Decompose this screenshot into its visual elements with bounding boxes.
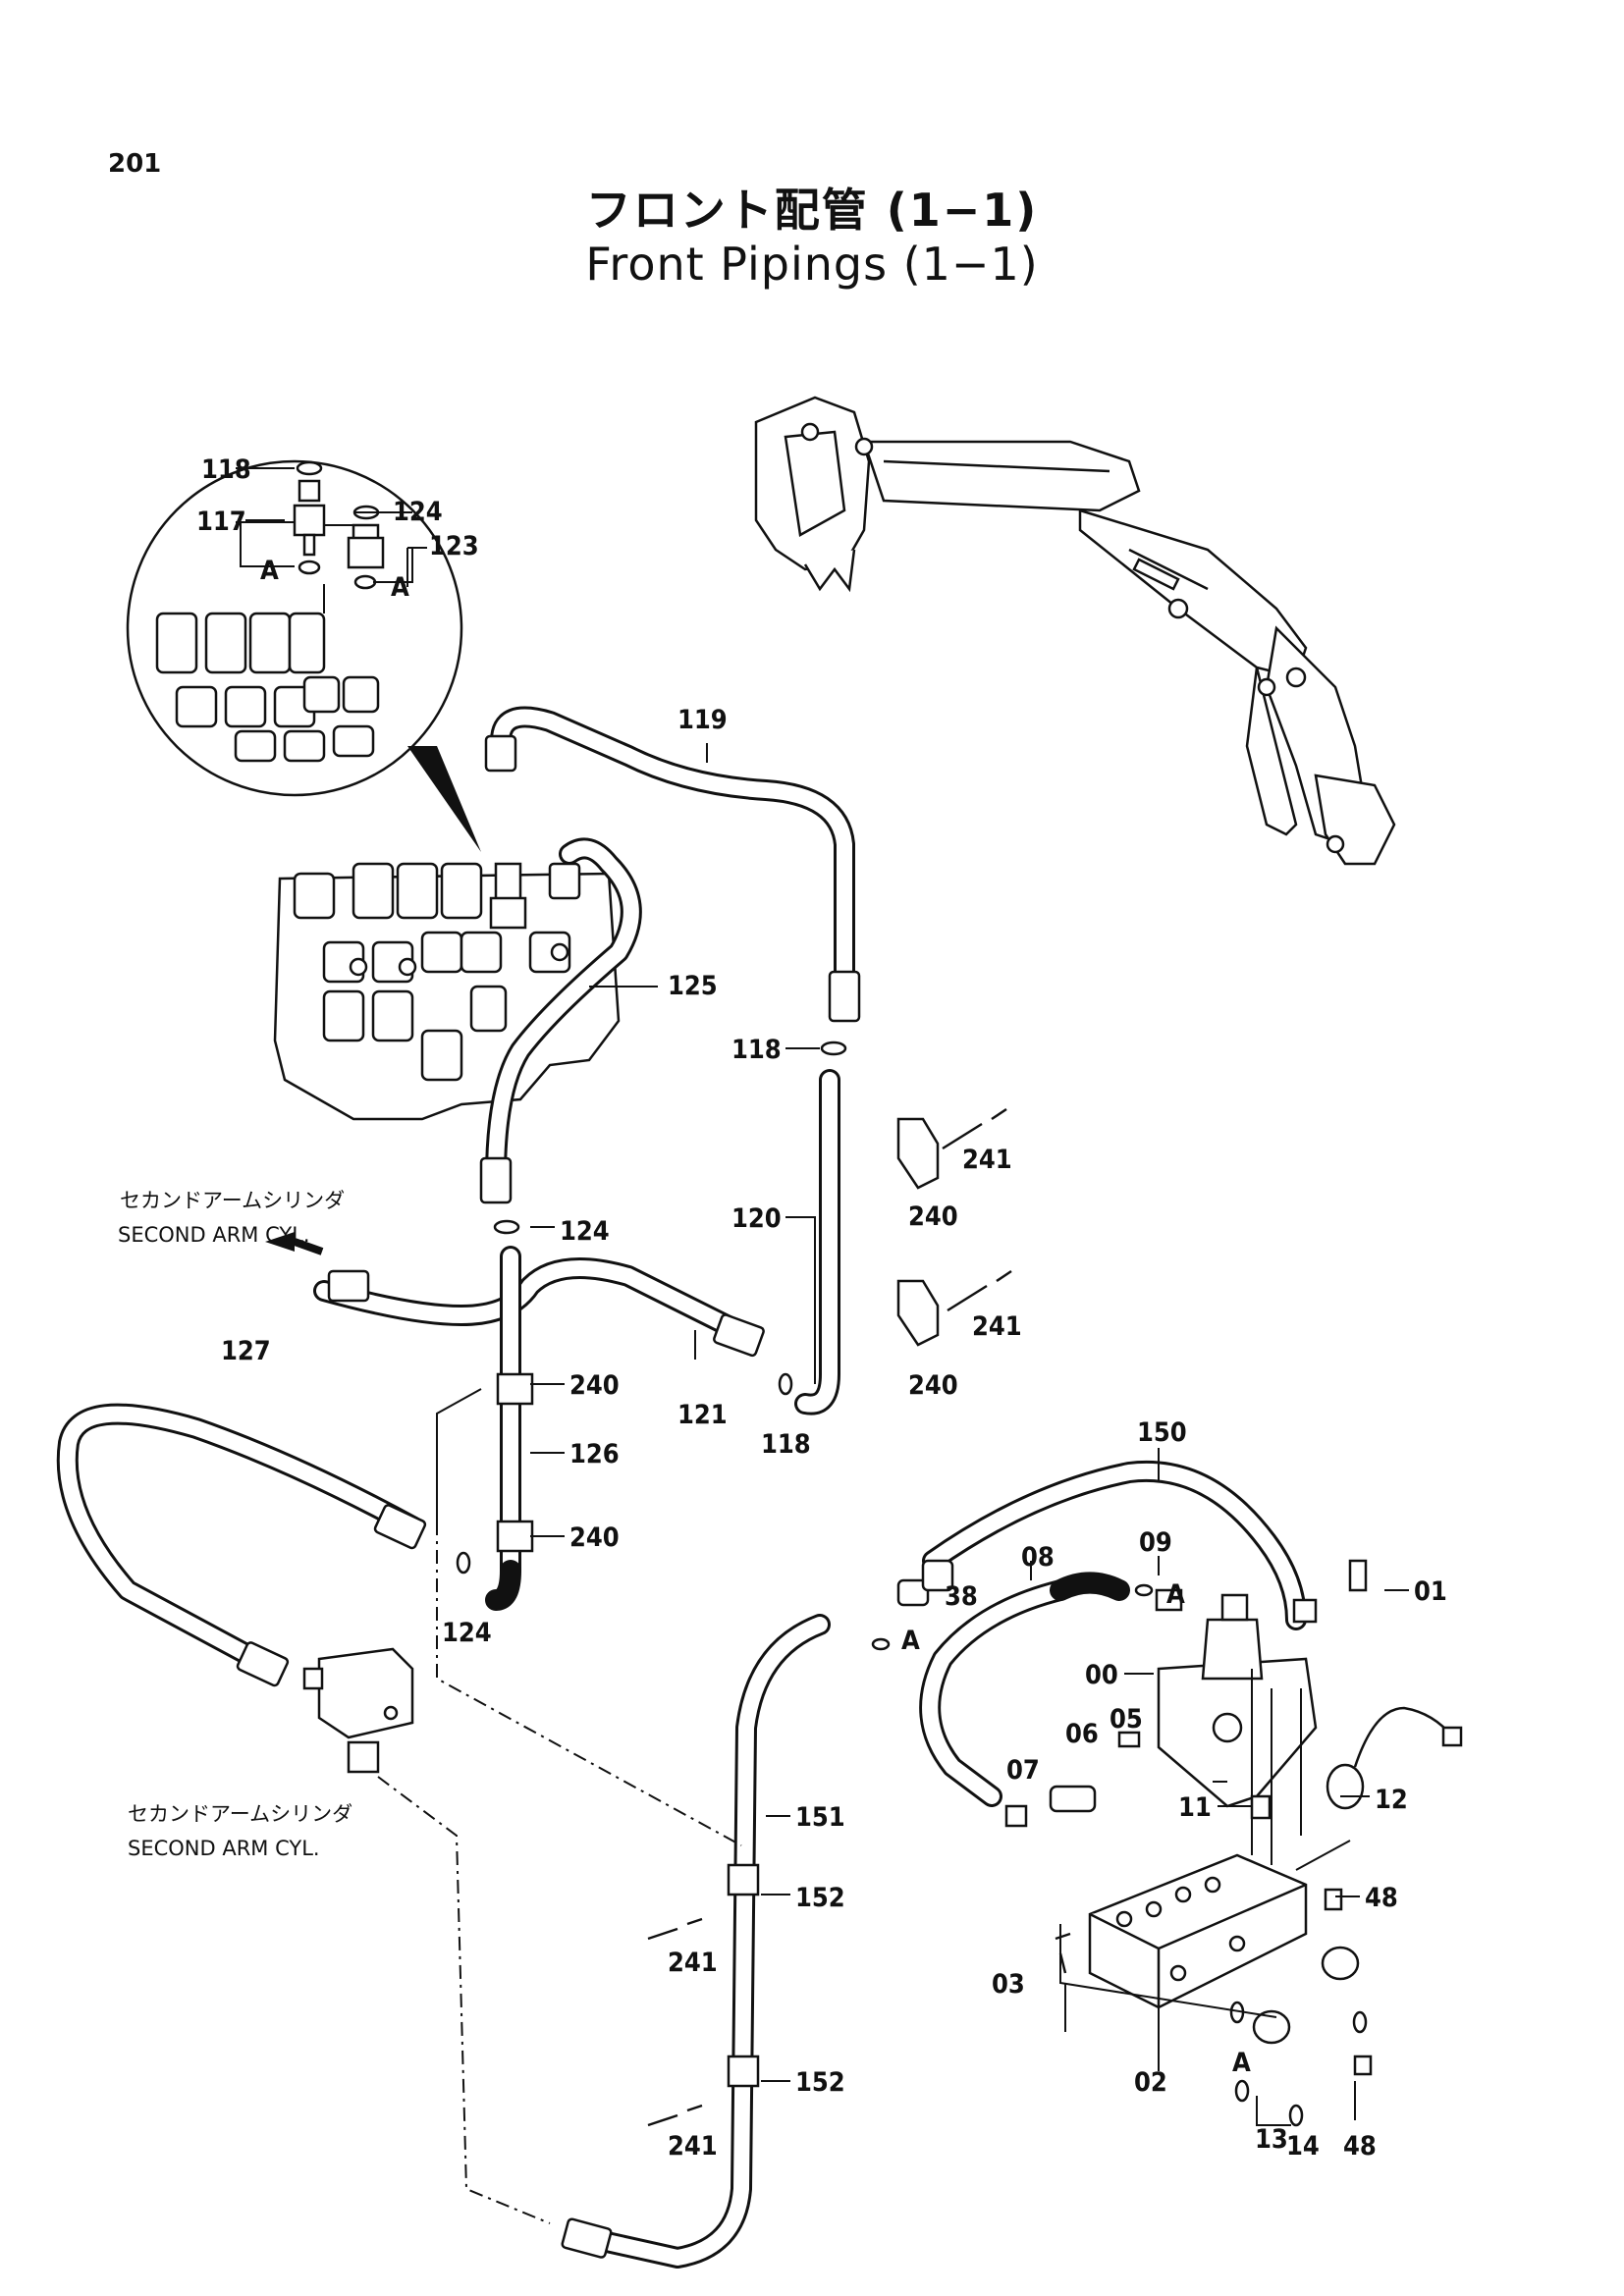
label-124: 124 bbox=[393, 497, 443, 527]
label-241: 241 bbox=[962, 1145, 1012, 1175]
connection-line-2 bbox=[436, 1388, 482, 1522]
label-241: 241 bbox=[668, 1948, 718, 1978]
hose-150 bbox=[922, 1460, 1307, 1630]
note-second-arm-en: SECOND ARM CYL. bbox=[128, 1837, 320, 1860]
label-240: 240 bbox=[908, 1201, 958, 1232]
label-08: 08 bbox=[1021, 1542, 1055, 1573]
valve-assembly-00 bbox=[1157, 1593, 1318, 1808]
small-fittings bbox=[896, 1559, 1463, 2076]
page-title-jp: フロント配管 (1−1) bbox=[585, 184, 1039, 237]
label-241: 241 bbox=[972, 1311, 1022, 1342]
note-second-arm-en: SECOND ARM CYL. bbox=[118, 1223, 310, 1247]
leader-lines bbox=[245, 467, 1409, 2126]
label-117: 117 bbox=[196, 507, 246, 537]
hose-119 bbox=[484, 706, 861, 1023]
label-240: 240 bbox=[569, 1522, 620, 1553]
label-240: 240 bbox=[569, 1370, 620, 1401]
label-152: 152 bbox=[795, 1883, 845, 1913]
hose-125 bbox=[479, 837, 642, 1204]
note-second-arm-jp: セカンドアームシリンダ bbox=[120, 1189, 345, 1212]
label-119: 119 bbox=[677, 705, 728, 735]
label-127: 127 bbox=[221, 1336, 271, 1366]
connection-line-3 bbox=[1251, 1669, 1302, 1865]
label-a: A bbox=[1166, 1579, 1185, 1610]
label-05: 05 bbox=[1110, 1704, 1143, 1735]
label-150: 150 bbox=[1137, 1417, 1187, 1448]
label-a: A bbox=[1232, 2048, 1251, 2078]
label-118: 118 bbox=[201, 454, 251, 485]
label-124: 124 bbox=[442, 1618, 492, 1648]
label-126: 126 bbox=[569, 1439, 620, 1469]
pipe-151 bbox=[561, 1614, 831, 2269]
note-second-arm-jp: セカンドアームシリンダ bbox=[128, 1802, 352, 1826]
hose-127 bbox=[56, 1403, 427, 1687]
label-241: 241 bbox=[668, 2131, 718, 2162]
label-11: 11 bbox=[1178, 1792, 1212, 1823]
pipe-120 bbox=[794, 1069, 840, 1415]
label-a: A bbox=[260, 556, 279, 586]
connection-line-4 bbox=[1059, 1840, 1351, 2018]
label-121: 121 bbox=[677, 1400, 728, 1430]
front-attachment-illustration bbox=[754, 396, 1396, 866]
label-a: A bbox=[901, 1626, 920, 1656]
label-00: 00 bbox=[1085, 1660, 1118, 1690]
pipe-126 bbox=[485, 1246, 534, 1611]
label-48: 48 bbox=[1343, 2131, 1377, 2162]
label-09: 09 bbox=[1139, 1527, 1172, 1558]
label-120: 120 bbox=[731, 1203, 782, 1234]
hose-121 bbox=[313, 1257, 765, 1358]
label-123: 123 bbox=[429, 531, 479, 561]
manifold-block-02 bbox=[1088, 1853, 1308, 2009]
arrow-left-icon bbox=[265, 1232, 295, 1252]
label-12: 12 bbox=[1375, 1785, 1408, 1815]
label-01: 01 bbox=[1414, 1576, 1447, 1607]
label-06: 06 bbox=[1065, 1719, 1099, 1749]
label-38: 38 bbox=[945, 1581, 978, 1612]
bracket-240-upper bbox=[647, 1107, 1071, 2127]
connection-line bbox=[377, 1522, 742, 2224]
label-a: A bbox=[391, 572, 409, 603]
label-240: 240 bbox=[908, 1370, 958, 1401]
second-arm-cylinder-port bbox=[302, 1647, 414, 1774]
page-number: 201 bbox=[108, 149, 162, 179]
label-118: 118 bbox=[731, 1035, 782, 1065]
label-152: 152 bbox=[795, 2067, 845, 2098]
label-151: 151 bbox=[795, 1802, 845, 1833]
label-118: 118 bbox=[761, 1429, 811, 1460]
arrow-shaft bbox=[293, 1238, 324, 1255]
control-valve-block bbox=[273, 862, 621, 1121]
o-rings bbox=[456, 1041, 1368, 2127]
label-13: 13 bbox=[1255, 2124, 1288, 2155]
label-07: 07 bbox=[1006, 1755, 1040, 1786]
label-03: 03 bbox=[992, 1969, 1025, 2000]
label-125: 125 bbox=[668, 971, 718, 1001]
page-title-en: Front Pipings (1−1) bbox=[585, 238, 1039, 291]
label-124: 124 bbox=[560, 1216, 610, 1247]
hose-08 bbox=[919, 1572, 1130, 1807]
label-48: 48 bbox=[1365, 1883, 1398, 1913]
label-14: 14 bbox=[1286, 2131, 1320, 2162]
label-02: 02 bbox=[1134, 2067, 1167, 2098]
